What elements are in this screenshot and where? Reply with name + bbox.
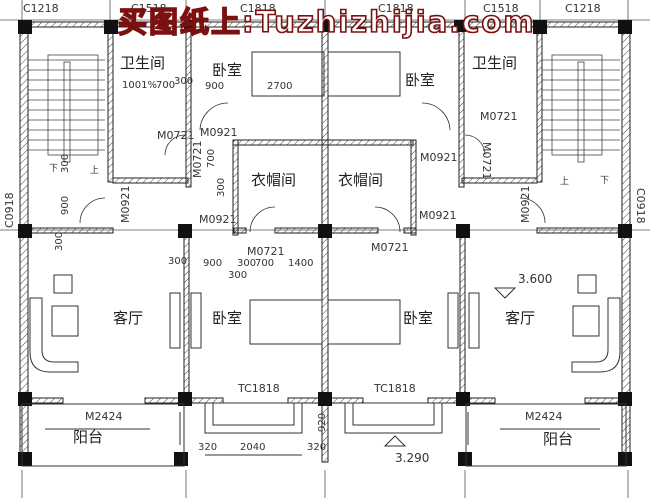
door-label: M0721 [191, 140, 204, 179]
room-bath-left: 卫生间 [120, 54, 166, 72]
dimension: 2040 [240, 442, 266, 453]
window-label: C1818 [240, 2, 276, 15]
dimension: 900 [205, 81, 225, 92]
stair-down-label: 下 [600, 176, 610, 186]
dimension: 2700 [267, 81, 293, 92]
room-living-left: 客厅 [113, 309, 144, 327]
room-bed-top-left: 卧室 [212, 61, 243, 79]
dimension: 320 [307, 442, 327, 453]
watermark: 买图纸上:Tuzhizhijia.com [117, 5, 536, 39]
stair-up-label: 上 [560, 177, 570, 187]
dimension: 1400 [288, 258, 314, 269]
room-closet-left: 衣帽间 [251, 171, 297, 189]
door-label: M0721 [480, 110, 518, 123]
door-label: M0921 [420, 151, 458, 164]
room-bed-bottom-right: 卧室 [403, 309, 434, 327]
door-label: M0921 [419, 209, 457, 222]
door-label: M0921 [119, 185, 132, 224]
door-label: M2424 [85, 410, 123, 423]
door-label: M2424 [525, 410, 563, 423]
elevation-living: 3.600 [518, 272, 553, 286]
dimension: 320 [198, 442, 218, 453]
dimension: 300 [216, 177, 227, 197]
dimension: 300 [54, 231, 65, 251]
window-label: C1818 [378, 2, 414, 15]
room-balcony-right: 阳台 [543, 430, 574, 448]
room-living-right: 客厅 [505, 309, 536, 327]
dimension: 300 [174, 76, 194, 87]
dimension: 700 [206, 148, 217, 168]
window-label: TC1818 [238, 382, 280, 395]
dimension: 300 [237, 258, 257, 269]
room-bed-bottom-left: 卧室 [212, 309, 243, 327]
window-label: C1518 [483, 2, 519, 15]
dimension: 700 [156, 80, 176, 91]
window-label-left: C0918 [3, 192, 16, 228]
room-closet-right: 衣帽间 [338, 171, 384, 189]
dimension: 1001% [122, 80, 157, 91]
dimension: 700 [255, 258, 275, 269]
dimension: 300 [60, 153, 71, 173]
room-bath-right: 卫生间 [472, 54, 518, 72]
door-label: M0721 [247, 245, 285, 258]
window-label: C1218 [23, 2, 59, 15]
door-label: M0921 [519, 185, 532, 224]
door-label: M0721 [480, 142, 493, 180]
dimension: 300 [228, 270, 248, 281]
door-label: M0921 [199, 213, 237, 226]
room-bed-top-right: 卧室 [405, 71, 436, 89]
elevation-bay: 3.290 [395, 451, 430, 465]
room-balcony-left: 阳台 [73, 428, 104, 446]
window-label: C1218 [565, 2, 601, 15]
dimension: 920 [317, 412, 328, 432]
stair-down-label: 下 [49, 164, 59, 174]
door-label: M0721 [157, 129, 195, 142]
dimension: 300 [168, 256, 188, 267]
stair-up-label: 上 [90, 166, 100, 176]
dimension: 900 [60, 195, 71, 215]
door-label: M0721 [371, 241, 409, 254]
window-label: C1518 [131, 2, 167, 15]
dimension: 900 [203, 258, 223, 269]
window-label: TC1818 [374, 382, 416, 395]
window-label-right: C0918 [634, 188, 647, 224]
door-label: M0921 [200, 126, 238, 139]
